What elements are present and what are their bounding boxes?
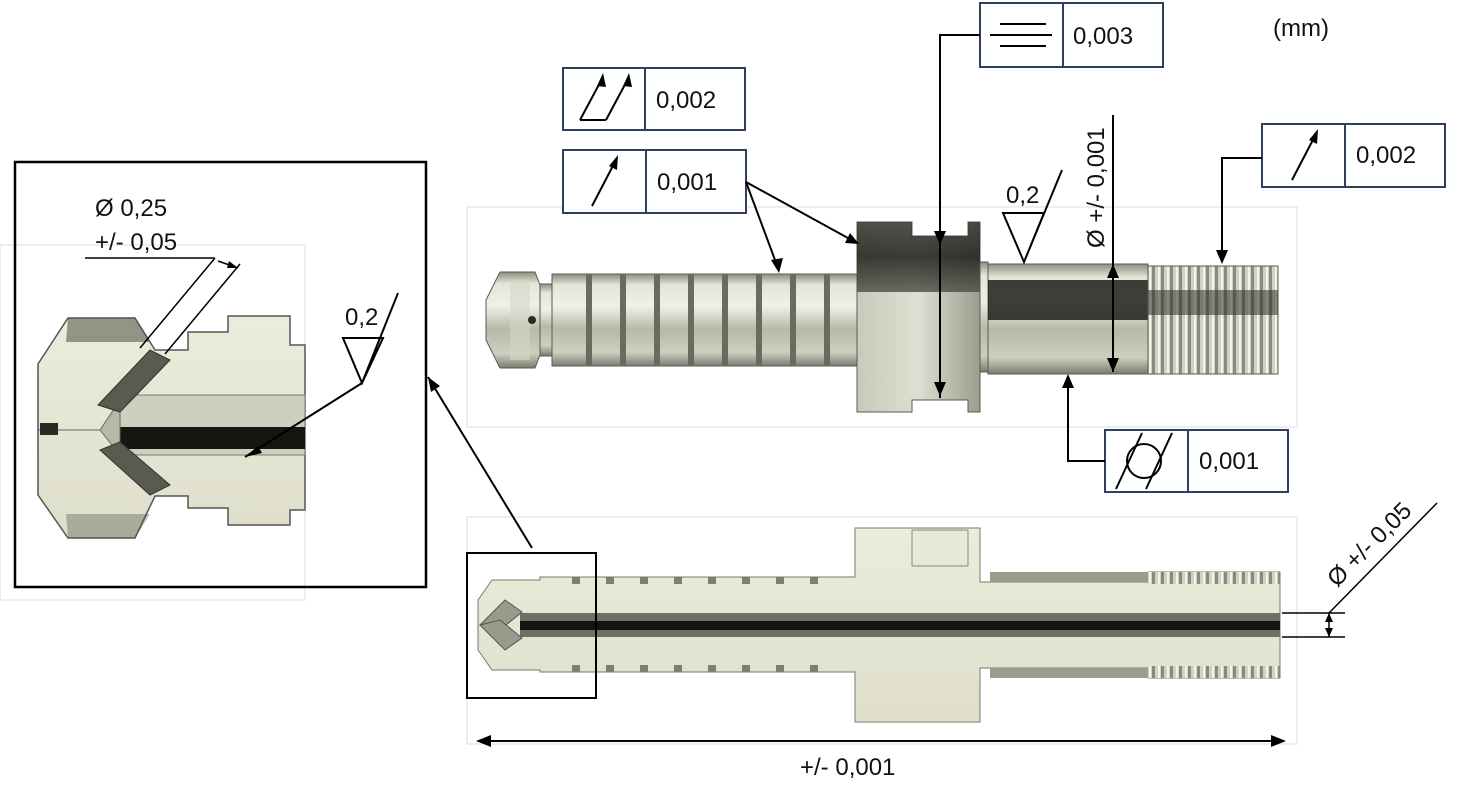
detail-selection-box [466, 552, 597, 699]
shaft-grooves [586, 274, 830, 366]
units-label: (mm) [1273, 15, 1329, 42]
detail-roughness-symbol [341, 292, 399, 386]
section-view [466, 516, 1298, 745]
top-view [466, 206, 1298, 428]
collar [856, 221, 989, 413]
top-view-frame [466, 206, 1298, 428]
detail-roughness-leader [244, 382, 363, 458]
runout-leader-2 [745, 181, 858, 244]
main-roughness-value: 0,2 [1006, 182, 1039, 209]
cylindricity-icon [1115, 432, 1173, 490]
runout-leader-1 [745, 181, 779, 269]
hole-extension-line-1 [139, 257, 216, 349]
shaft-diameter-text: Ø +/- 0,001 [1083, 127, 1110, 248]
circular-runout-right-value: 0,002 [1356, 142, 1416, 169]
detail-leader [427, 376, 533, 549]
hole-diameter-text: Ø 0,25 [95, 195, 167, 222]
circular-runout-icon [1291, 129, 1318, 181]
fcf-flatness: 0,003 [979, 2, 1164, 68]
hole-extension-line-2 [164, 263, 241, 355]
flatness-value: 0,003 [1073, 23, 1133, 50]
bore-diameter-leader [1328, 502, 1438, 614]
detail-frame [13, 160, 428, 589]
cylindricity-leader [1067, 380, 1105, 462]
runout-right-leader [1221, 157, 1262, 258]
total-runout-value: 0,002 [656, 87, 716, 114]
flatness-icon [990, 23, 1052, 47]
circular-runout-left-value: 0,001 [657, 169, 717, 196]
detail-roughness-value: 0,2 [345, 304, 378, 331]
fcf-total-runout: 0,002 [562, 67, 746, 131]
overall-length-text: +/- 0,001 [800, 754, 895, 781]
hole-tolerance-text: +/- 0,05 [95, 229, 177, 256]
fcf-circular-runout-left: 0,001 [562, 149, 747, 214]
pin-hole [528, 316, 536, 324]
circular-runout-icon [591, 155, 618, 207]
fcf-cylindricity: 0,001 [1104, 429, 1289, 493]
grooved-shaft [551, 273, 858, 367]
fcf-circular-runout-right: 0,002 [1261, 123, 1446, 188]
flatness-leader [939, 34, 980, 240]
thread [1147, 265, 1279, 375]
main-roughness-symbol [1001, 169, 1063, 265]
bore-diameter-text: Ø +/- 0,05 [1322, 497, 1417, 592]
cylindricity-value: 0,001 [1199, 448, 1259, 475]
total-runout-icon [579, 73, 632, 121]
detail-view [0, 244, 306, 601]
